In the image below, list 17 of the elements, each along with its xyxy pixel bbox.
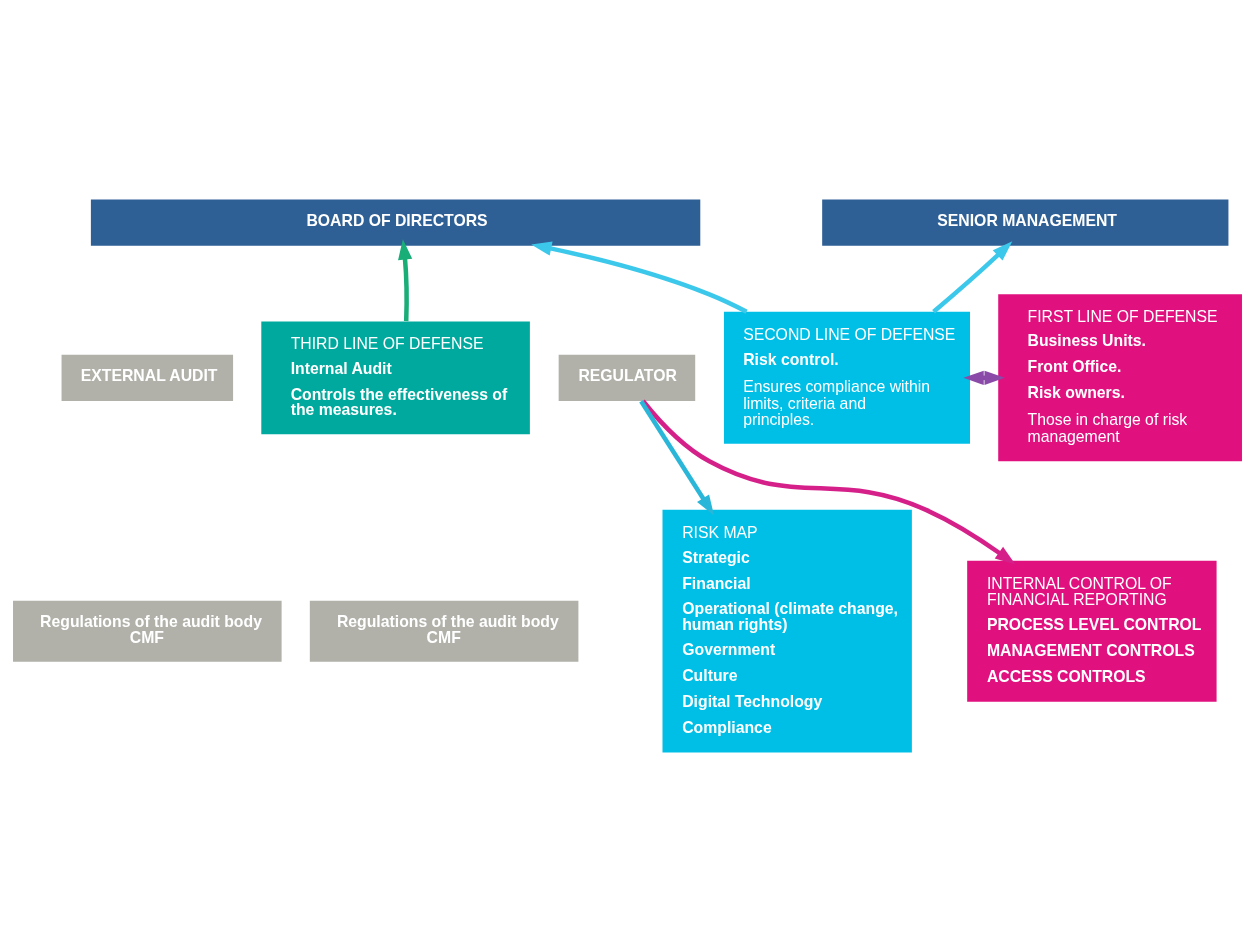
arrow: [639, 399, 714, 515]
node-box: THIRD LINE OF DEFENSE Internal Audit Controls the effectiveness of the measures.: [261, 320, 530, 434]
arrow: [398, 238, 413, 321]
node-box: SENIOR MANAGEMENT: [822, 199, 1229, 246]
arrow: [932, 240, 1013, 313]
node-box: RISK MAP Strategic Financial Operational (climate change, human rights) Government Culture Digital Technology Compliance: [662, 509, 912, 752]
node-box: REGULATOR: [558, 354, 696, 401]
node-box: INTERNAL CONTROL OF FINANCIAL REPORTING PROCESS LEVEL CONTROL MANAGEMENT CONTROLS ACCESS CONTROLS: [967, 560, 1217, 702]
node-box: EXTERNAL AUDIT: [61, 354, 234, 401]
node-box: FIRST LINE OF DEFENSE Business Units. Front Office. Risk owners. Those in charge of risk management: [998, 293, 1242, 461]
arrow: [641, 399, 1016, 565]
node-box: SECOND LINE OF DEFENSE Risk control. Ensures compliance within limits, criteria and principles.: [724, 311, 970, 444]
node-box: Regulations of the audit body CMF: [309, 600, 579, 662]
node-box: Regulations of the audit body CMF: [13, 600, 282, 662]
node-box: BOARD OF DIRECTORS: [90, 199, 701, 246]
arrow: [963, 370, 1005, 385]
arrow: [531, 241, 748, 314]
